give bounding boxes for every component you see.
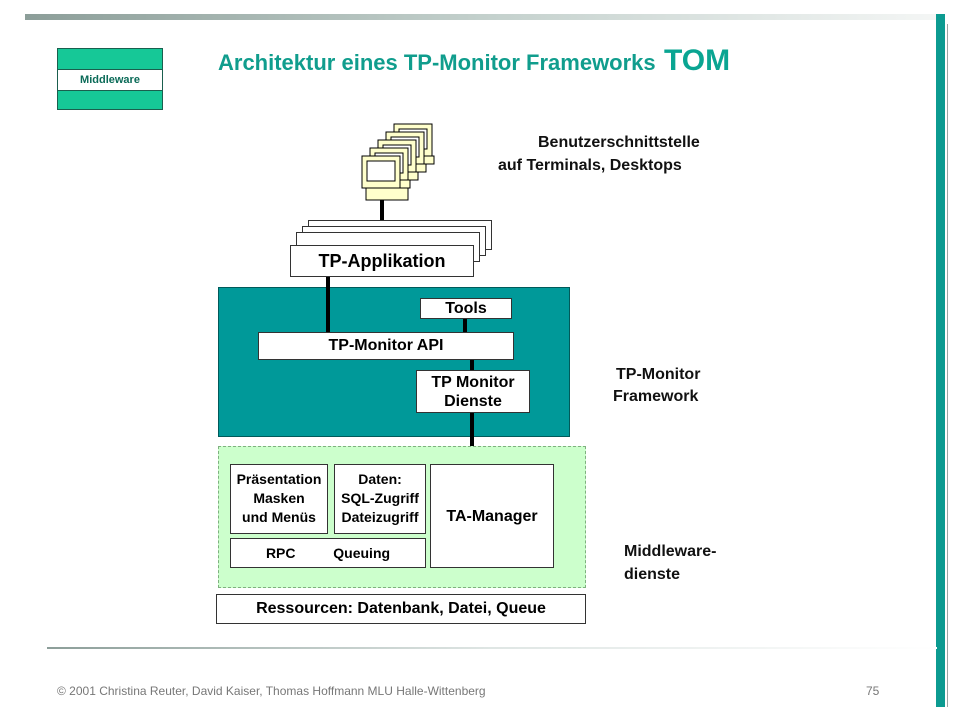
page-number: 75 (866, 684, 880, 698)
tp-monitor-services-box: TP Monitor Dienste (416, 370, 530, 413)
ui-label-line2: auf Terminals, Desktops (498, 157, 682, 174)
tools-box: Tools (420, 298, 512, 319)
presentation-box: Präsentation Masken und Menüs (230, 464, 328, 534)
connector-line (326, 277, 330, 333)
terminals-icon (361, 123, 435, 201)
connector-line (470, 412, 474, 446)
title-tom: TOM (655, 44, 731, 77)
queuing-label: Queuing (333, 545, 391, 561)
rpc-label: RPC (265, 545, 296, 561)
right-decor-line (947, 24, 948, 707)
tp-monitor-services-line2: Dienste (444, 393, 502, 410)
right-decor-bar (936, 14, 945, 707)
data-access-line2: SQL-Zugriff (341, 490, 419, 506)
rpc-queuing-box: RPC Queuing (230, 538, 426, 568)
footer-divider (47, 647, 937, 649)
data-access-line1: Daten: (358, 471, 402, 487)
framework-label-line1: TP-Monitor (616, 366, 701, 383)
middleware-label-line2: dienste (624, 566, 681, 583)
middleware-tag: Middleware (57, 48, 163, 110)
top-decor-bar (25, 14, 937, 20)
connector-line (463, 318, 467, 334)
middleware-tag-label: Middleware (58, 69, 162, 91)
data-access-box: Daten: SQL-Zugriff Dateizugriff (334, 464, 426, 534)
connector-line (470, 359, 474, 372)
tp-monitor-framework-area (218, 287, 570, 437)
ta-manager-box: TA-Manager (430, 464, 554, 568)
presentation-line3: und Menüs (242, 509, 316, 525)
footer-copyright: © 2001 Christina Reuter, David Kaiser, T… (57, 684, 486, 698)
tp-monitor-services-line1: TP Monitor (431, 374, 515, 391)
presentation-line1: Präsentation (236, 471, 322, 487)
middleware-label-line1: Middleware- (624, 543, 717, 560)
slide-title: Architektur eines TP-Monitor Frameworks … (218, 44, 730, 78)
framework-label-line2: Framework (613, 388, 699, 405)
ui-label-line1: Benutzerschnittstelle (538, 134, 700, 151)
presentation-line2: Masken (253, 490, 305, 506)
data-access-line3: Dateizugriff (341, 509, 419, 525)
tp-application-box: TP-Applikation (290, 245, 474, 277)
resources-box: Ressourcen: Datenbank, Datei, Queue (216, 594, 586, 624)
terminal-icon (361, 123, 435, 201)
title-main: Architektur eines TP-Monitor Frameworks (218, 50, 656, 75)
tp-monitor-api-box: TP-Monitor API (258, 332, 514, 360)
